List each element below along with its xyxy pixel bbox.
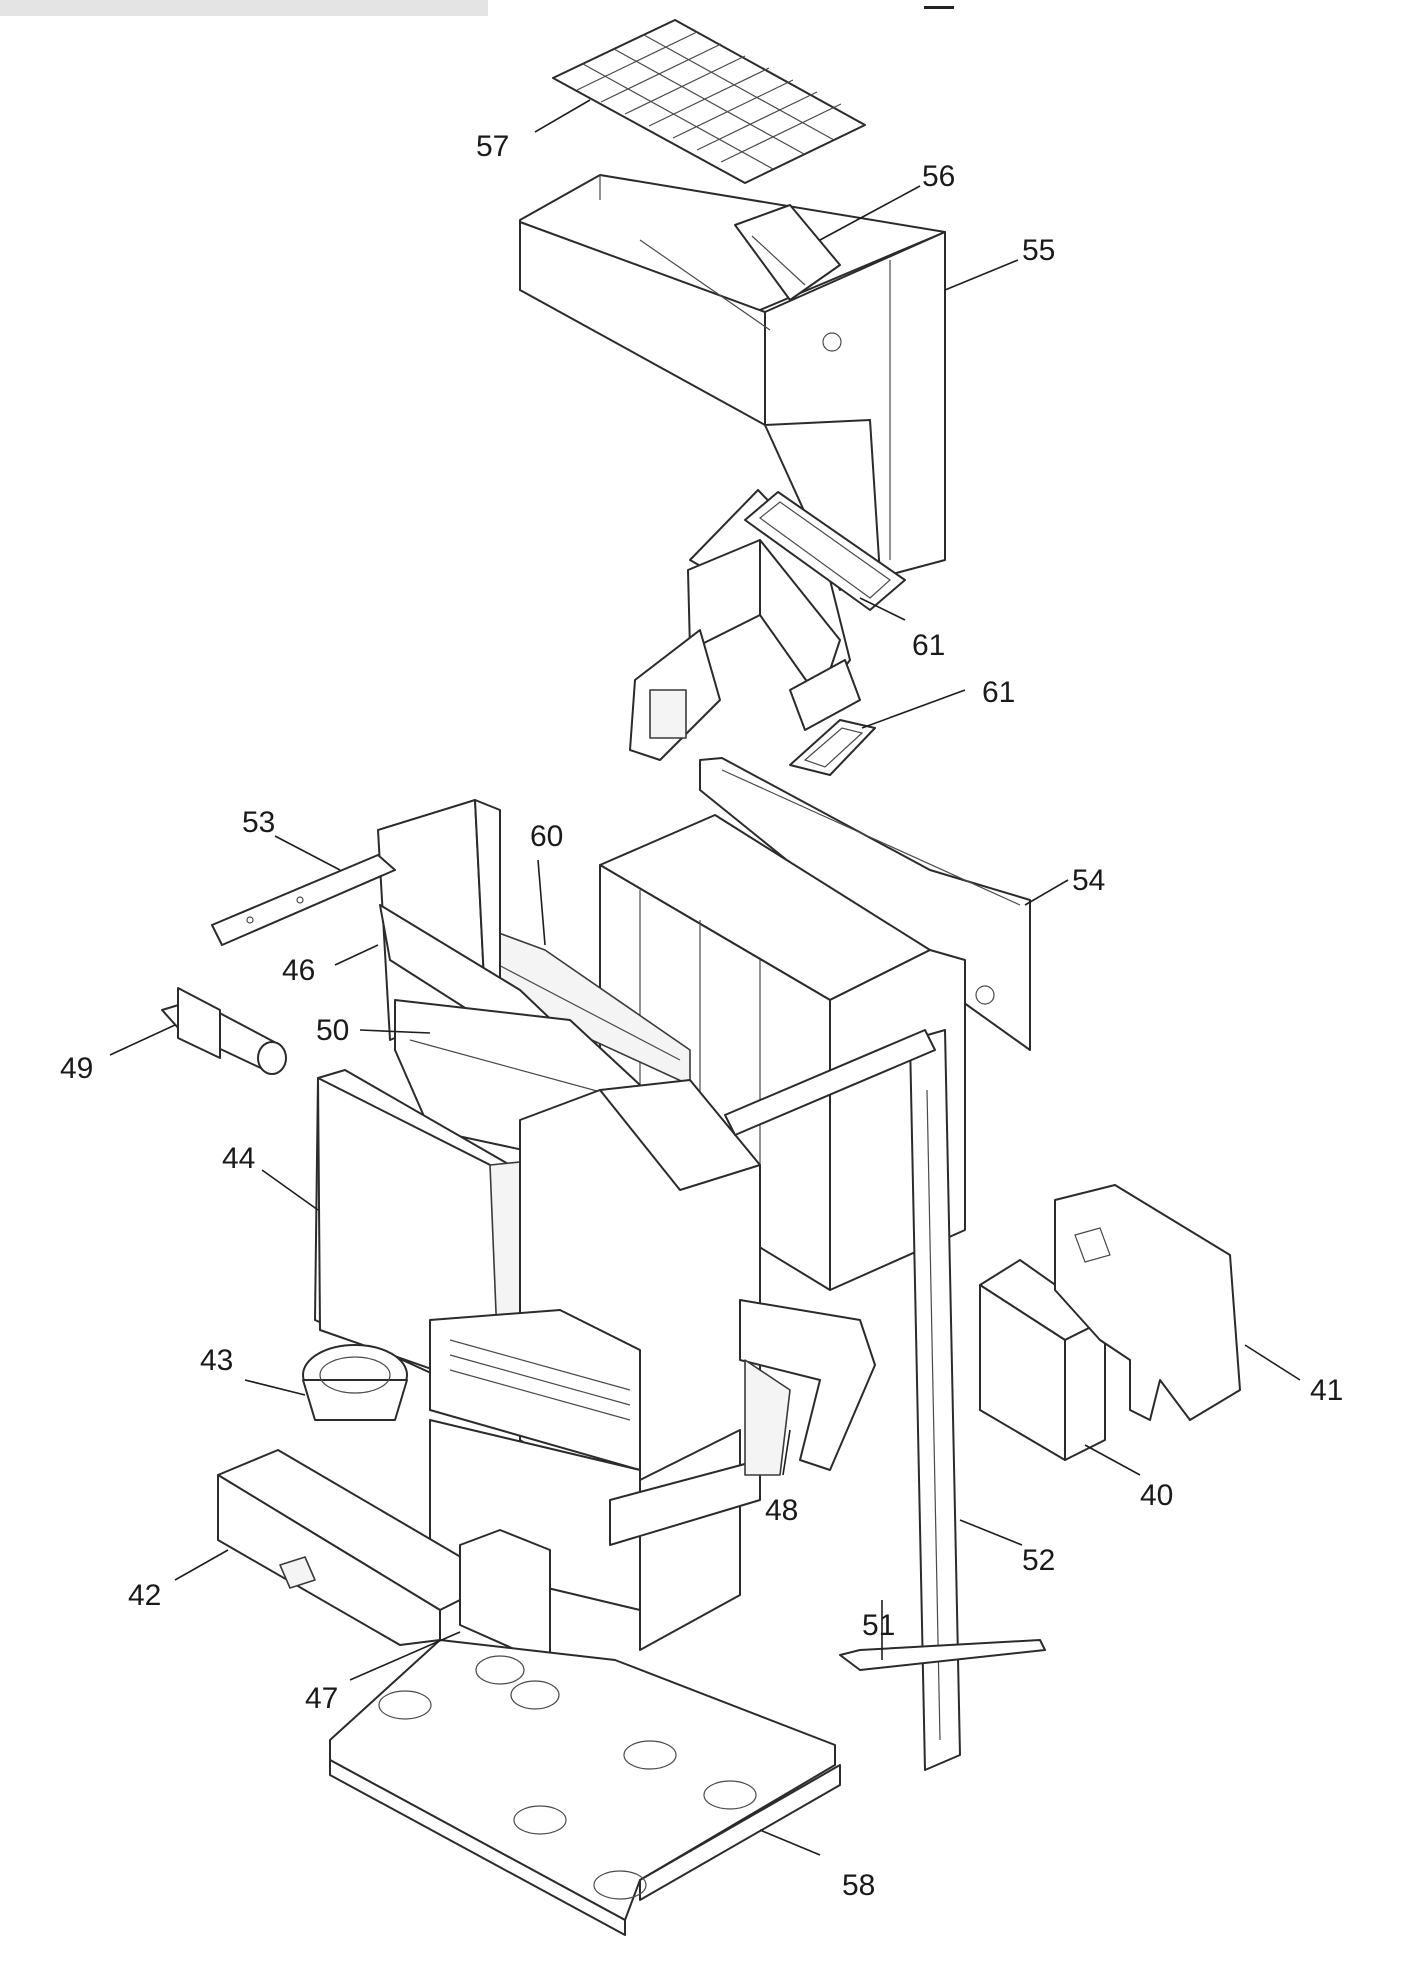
callout-54: 54 xyxy=(1072,864,1105,897)
top-mark xyxy=(924,6,954,9)
callout-42: 42 xyxy=(128,1579,161,1612)
callout-43: 43 xyxy=(200,1344,233,1377)
callout-46: 46 xyxy=(282,954,315,987)
part-42-ash-drawer xyxy=(217,1449,501,1646)
callout-41: 41 xyxy=(1310,1374,1343,1407)
callout-57: 57 xyxy=(476,130,509,163)
part-41-plate xyxy=(1054,1184,1241,1421)
part-52-side-rail xyxy=(724,1029,961,1771)
part-61-gasket-upper xyxy=(744,491,906,611)
part-53-rail xyxy=(211,854,396,946)
part-40-box xyxy=(979,1259,1106,1461)
callout-52: 52 xyxy=(1022,1544,1055,1577)
part-57-grate xyxy=(552,19,866,184)
callout-48: 48 xyxy=(765,1494,798,1527)
callout-56: 56 xyxy=(922,160,955,193)
part-firebox xyxy=(429,1079,761,1501)
callout-53: 53 xyxy=(242,806,275,839)
callout-60: 60 xyxy=(530,820,563,853)
callout-61-lower: 61 xyxy=(982,676,1015,709)
callout-61-upper: 61 xyxy=(912,629,945,662)
part-chute-assembly xyxy=(629,489,861,761)
part-56-bracket xyxy=(734,204,841,301)
callout-40: 40 xyxy=(1140,1479,1173,1512)
callout-50: 50 xyxy=(316,1014,349,1047)
part-47-panel xyxy=(459,1529,551,1666)
callout-49: 49 xyxy=(60,1052,93,1085)
part-48-duct xyxy=(739,1299,876,1476)
callout-labels: 57 56 55 61 61 53 60 54 46 50 49 44 43 4… xyxy=(60,130,1343,1902)
callout-51: 51 xyxy=(862,1609,895,1642)
callout-47: 47 xyxy=(305,1682,338,1715)
callout-44: 44 xyxy=(222,1142,255,1175)
leader-lines xyxy=(109,99,1301,1856)
part-43-burn-pot xyxy=(302,1344,408,1421)
part-61-gasket-lower xyxy=(789,719,876,776)
part-58-base xyxy=(329,1639,841,1936)
part-49-burner xyxy=(161,987,287,1075)
top-scrollbar-strip xyxy=(0,0,488,16)
callout-55: 55 xyxy=(1022,234,1055,267)
callout-58: 58 xyxy=(842,1869,875,1902)
part-51-bracket xyxy=(839,1639,1046,1671)
